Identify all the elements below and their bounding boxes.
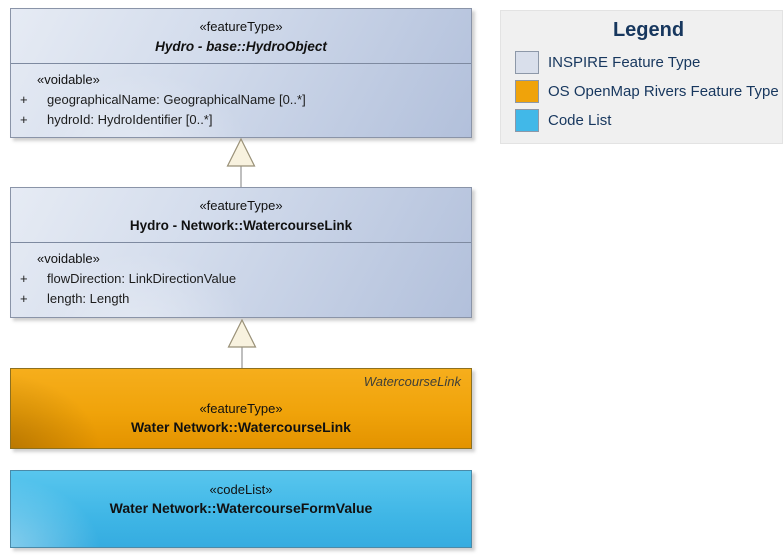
voidable-stereotype-label: «voidable» — [37, 251, 100, 266]
legend-title: Legend — [612, 19, 685, 41]
class-name: Water Network::WatercourseFormValue — [109, 500, 373, 516]
class-name: Hydro - base::HydroObject — [155, 39, 327, 54]
stereotype-label: «codeList» — [209, 482, 273, 497]
attribute-text: geographicalName: GeographicalName [0..*… — [47, 92, 306, 107]
attributes-compartment: «voidable» + geographicalName: Geographi… — [11, 63, 471, 130]
stereotype-label: «featureType» — [199, 401, 283, 416]
attribute-text: hydroId: HydroIdentifier [0..*] — [47, 112, 213, 127]
legend-item-inspire: INSPIRE Feature Type — [515, 51, 782, 74]
generalization-arrow — [226, 138, 256, 187]
class-box-watercourse-form-value[interactable]: «codeList» Water Network::WatercourseFor… — [10, 470, 472, 548]
attribute-row: + flowDirection: LinkDirectionValue — [11, 269, 471, 289]
class-header: «codeList» Water Network::WatercourseFor… — [11, 480, 471, 518]
visibility-symbol: + — [20, 291, 28, 306]
attribute-row: + length: Length — [11, 289, 471, 309]
legend-item-label: INSPIRE Feature Type — [548, 54, 701, 71]
visibility-symbol: + — [20, 271, 28, 286]
attribute-row: + geographicalName: GeographicalName [0.… — [11, 90, 471, 110]
legend-swatch-inspire — [515, 51, 539, 74]
class-box-hydro-object[interactable]: «featureType» Hydro - base::HydroObject … — [10, 8, 472, 138]
legend-panel: Legend INSPIRE Feature Type OS OpenMap R… — [500, 10, 783, 144]
legend-item-label: Code List — [548, 112, 612, 129]
class-name: Water Network::WatercourseLink — [131, 419, 351, 435]
instance-corner-label: WatercourseLink — [363, 374, 461, 389]
class-name: Hydro - Network::WatercourseLink — [129, 218, 353, 233]
legend-swatch-code-list — [515, 109, 539, 132]
stereotype-label: «featureType» — [199, 198, 283, 213]
attribute-row: + hydroId: HydroIdentifier [0..*] — [11, 110, 471, 130]
stereotype-label: «featureType» — [199, 19, 283, 34]
visibility-symbol: + — [20, 112, 28, 127]
attributes-compartment: «voidable» + flowDirection: LinkDirectio… — [11, 242, 471, 309]
legend-item-os-openmap: OS OpenMap Rivers Feature Type — [515, 80, 782, 103]
class-header: «featureType» Water Network::Watercourse… — [11, 399, 471, 437]
legend-swatch-os-openmap — [515, 80, 539, 103]
class-box-watercourse-link-os[interactable]: WatercourseLink «featureType» Water Netw… — [10, 368, 472, 449]
voidable-stereotype-label: «voidable» — [37, 72, 100, 87]
attribute-text: flowDirection: LinkDirectionValue — [47, 271, 237, 286]
class-box-watercourse-link-inspire[interactable]: «featureType» Hydro - Network::Watercour… — [10, 187, 472, 318]
class-header: «featureType» Hydro - Network::Watercour… — [11, 188, 471, 242]
legend-item-code-list: Code List — [515, 109, 782, 132]
generalization-arrow — [227, 319, 257, 369]
legend-item-label: OS OpenMap Rivers Feature Type — [548, 83, 779, 100]
class-header: «featureType» Hydro - base::HydroObject — [11, 9, 471, 63]
attribute-text: length: Length — [47, 291, 130, 306]
visibility-symbol: + — [20, 92, 28, 107]
